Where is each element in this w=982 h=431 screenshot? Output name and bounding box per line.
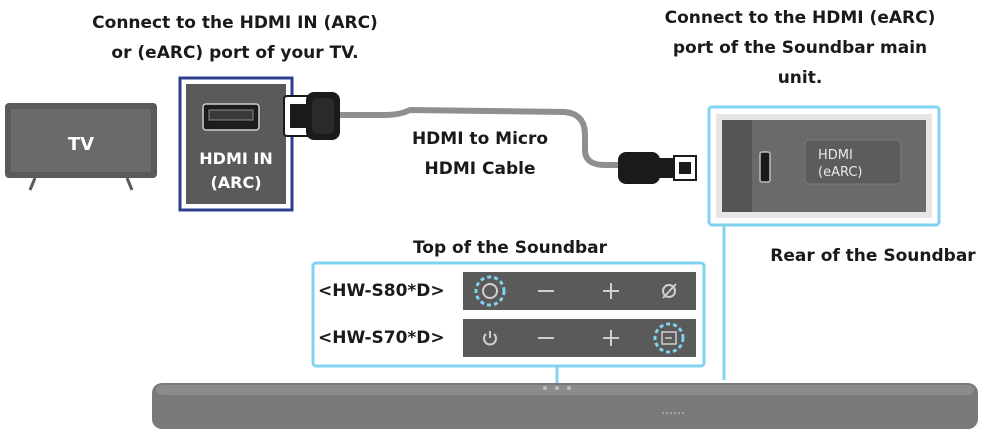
source-icon: [661, 331, 677, 345]
plus-icon: [603, 283, 619, 299]
tv-caption-line2: or (eARC) port of your TV.: [111, 43, 359, 63]
soundbar-port-label-line2: (eARC): [818, 165, 863, 180]
tv-connection-caption: Connect to the HDMI IN (ARC) or (eARC) p…: [70, 8, 400, 68]
hdmi-plug-large: [283, 92, 340, 140]
tv-illustration: TV: [5, 103, 157, 191]
soundbar-port-label-line1: HDMI: [818, 148, 853, 163]
micro-hdmi-plug: [618, 152, 697, 184]
cable-caption-line2: HDMI Cable: [424, 159, 536, 179]
cable-caption-line1: HDMI to Micro: [411, 129, 549, 149]
tv-port-label-line1: HDMI IN: [199, 149, 272, 168]
soundbar-body: [152, 383, 978, 429]
tv-port-label-line2: (ARC): [210, 173, 261, 192]
soundbar-top-callout: [311, 261, 706, 388]
plus-icon: [603, 330, 619, 346]
soundbar-connection-caption: Connect to the HDMI (eARC) port of the S…: [650, 3, 950, 93]
soundbar-caption-line3: unit.: [777, 68, 823, 88]
s80-button-row: [474, 275, 677, 307]
soundbar-caption-line1: Connect to the HDMI (eARC): [664, 8, 936, 28]
model-label-s70: <HW-S70*D>: [318, 328, 445, 348]
top-of-soundbar-caption: Top of the Soundbar: [412, 238, 608, 258]
tv-label: TV: [68, 134, 94, 155]
rear-of-soundbar-caption: Rear of the Soundbar: [770, 246, 976, 266]
tv-caption-line1: Connect to the HDMI IN (ARC): [92, 13, 378, 33]
highlight-ring: [653, 322, 685, 354]
tv-hdmi-port-panel: HDMI IN (ARC): [178, 76, 294, 212]
multi-function-icon: [482, 283, 498, 299]
power-icon: [483, 331, 497, 346]
hdmi-cable: [332, 106, 628, 168]
highlight-ring: [474, 275, 506, 307]
soundbar-rear-callout: HDMI (eARC): [707, 105, 941, 380]
mic-off-icon: [662, 283, 677, 299]
cable-caption: HDMI to Micro HDMI Cable: [380, 124, 580, 184]
model-label-s80: <HW-S80*D>: [318, 281, 445, 301]
s70-button-row: [483, 322, 685, 354]
soundbar-caption-line2: port of the Soundbar main: [672, 38, 928, 58]
